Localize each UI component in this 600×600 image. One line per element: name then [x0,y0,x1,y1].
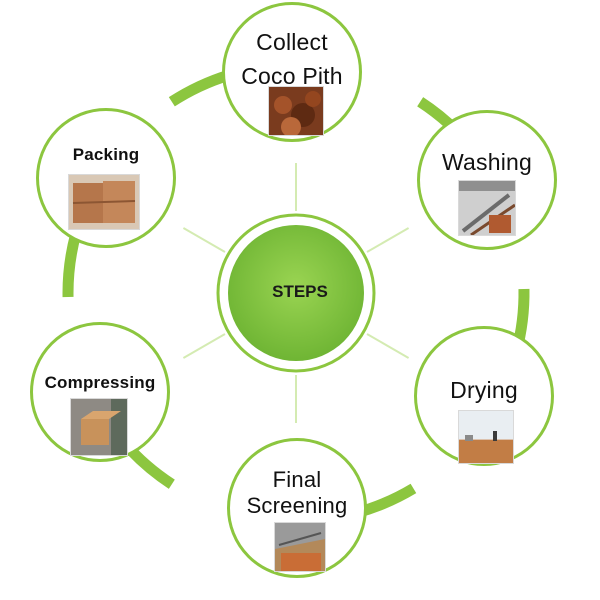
step-label-line: Final [272,467,322,492]
step-packing: Packing [36,108,176,248]
drying-photo [458,410,514,464]
step-label-line: Drying [450,377,518,403]
step-compressing: Compressing [30,322,170,462]
center-ray [182,333,226,359]
center-rays [182,163,410,423]
center-hub [228,225,364,361]
step-label-line: Coco Pith [241,63,343,89]
step-label-line: Screening [246,493,348,518]
center-ray [366,227,410,253]
step-label-line: Washing [441,149,533,175]
step-washing: Washing [417,110,557,250]
washing-photo [458,180,516,236]
step-drying: Drying [414,326,554,466]
packing-photo [68,174,140,230]
step-label-line: Collect [256,29,328,55]
arrow-shaft [168,69,232,107]
step-label-line: Packing [72,145,140,164]
center-label: STEPS [272,282,328,301]
step-label-line: Compressing [44,373,156,392]
screening-photo [274,522,326,572]
center-ray [366,333,410,359]
center-ray [182,227,226,253]
compressing-photo [70,398,128,456]
coco-pith-photo [268,86,324,136]
